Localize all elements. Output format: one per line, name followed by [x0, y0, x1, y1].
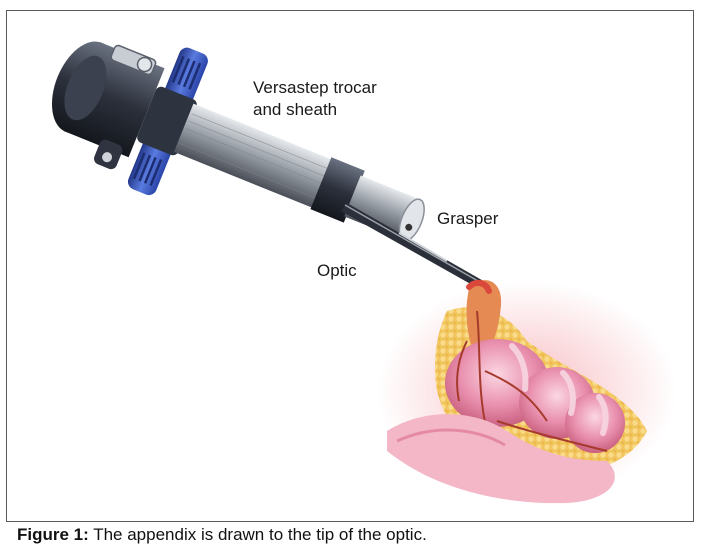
figure-caption: Figure 1: The appendix is drawn to the t… — [17, 525, 427, 545]
label-optic: Optic — [317, 260, 357, 282]
appendix-and-bowel — [377, 280, 677, 503]
trocar-label-line1: Versastep trocar — [253, 77, 377, 99]
label-versastep-trocar: Versastep trocar and sheath — [253, 77, 377, 121]
label-grasper: Grasper — [437, 208, 498, 230]
caption-prefix: Figure 1: — [17, 525, 89, 544]
figure-frame: Versastep trocar and sheath Grasper Opti… — [6, 10, 694, 522]
trocar-label-line2: and sheath — [253, 99, 377, 121]
caption-text: The appendix is drawn to the tip of the … — [89, 525, 427, 544]
trocar-assembly — [29, 11, 449, 294]
